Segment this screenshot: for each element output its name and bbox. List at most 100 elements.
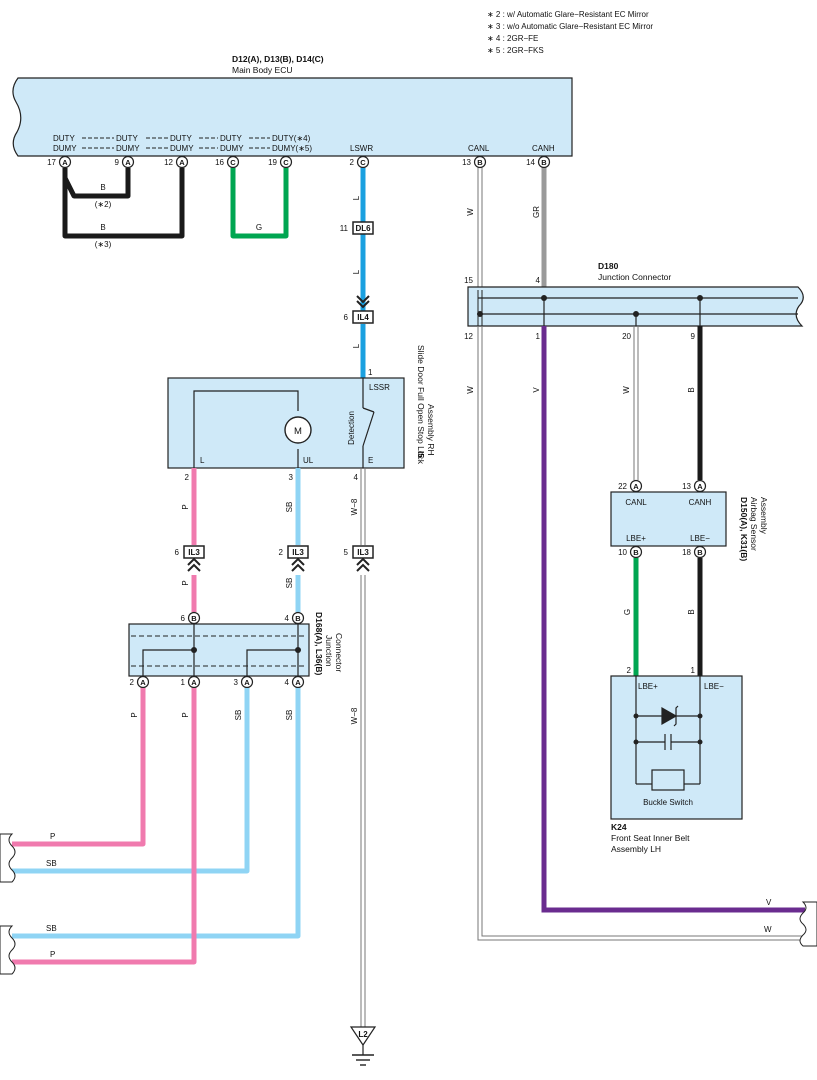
dumy-label: DUMY: [53, 144, 77, 153]
buckle-pin: 1: [691, 666, 696, 675]
d180-name: Junction Connector: [598, 272, 671, 282]
pin-number: 14: [526, 158, 535, 167]
wire-color-label: P: [181, 712, 190, 717]
d168-code: D168(A), L36(B): [314, 612, 324, 675]
ecu-code: D12(A), D13(B), D14(C): [232, 54, 324, 64]
pin-conn: B: [697, 548, 703, 557]
wire-color-label: B: [100, 183, 105, 192]
pin-conn: C: [283, 158, 289, 167]
wire-color-label: W−8: [350, 707, 359, 724]
wire-w-long: [477, 326, 803, 941]
d168-name: Connector: [334, 633, 344, 672]
dumy-label: DUMY: [170, 144, 194, 153]
wire-color-label: W: [764, 925, 772, 934]
wire-color-label: B: [687, 609, 696, 614]
pin-conn: A: [125, 158, 131, 167]
airbag-canl: CANL: [625, 498, 647, 507]
pin-conn: A: [179, 158, 185, 167]
canl-label: CANL: [468, 144, 490, 153]
airbag-lbe-minus: LBE−: [690, 534, 710, 543]
wire-w-canl: [477, 168, 483, 290]
dumy-label: DUMY(∗5): [272, 144, 312, 153]
wire-color-label: G: [256, 223, 262, 232]
duty-label: DUTY(∗4): [272, 134, 311, 143]
motor-symbol: M: [294, 426, 302, 437]
connector-label: IL4: [357, 313, 369, 322]
slide-door-lock: 1 LSSR M Detection L UL E 2 3 4 I5 Slide…: [167, 345, 436, 482]
connector-label: DL6: [355, 224, 371, 233]
wire-color-label: SB: [285, 710, 294, 721]
airbag-name: Assembly: [759, 497, 769, 535]
wire-color-label: SB: [46, 924, 57, 933]
ground-l2: L2: [349, 1026, 377, 1066]
wire-color-label: V: [766, 898, 772, 907]
buckle-name: Assembly LH: [611, 844, 661, 854]
pin-conn: A: [295, 678, 301, 687]
d180-pin: 15: [464, 276, 473, 285]
canh-label: CANH: [532, 144, 555, 153]
buckle-name: Front Seat Inner Belt: [611, 833, 690, 843]
pin-number: 2: [350, 158, 355, 167]
lock-detection: Detection: [347, 411, 356, 445]
ecu-name: Main Body ECU: [232, 65, 292, 75]
pin-number: 6: [181, 614, 186, 623]
pin-conn: B: [633, 548, 639, 557]
pin-number: 3: [289, 473, 294, 482]
wire-color-label: L: [352, 269, 361, 274]
wire-note: (∗2): [95, 200, 112, 209]
pin-conn: A: [697, 482, 703, 491]
wire-color-label: B: [687, 387, 696, 392]
note-line: ∗ 5 : 2GR−FKS: [487, 46, 544, 55]
duty-label: DUTY: [53, 134, 75, 143]
pin-number: 13: [462, 158, 471, 167]
wire-color-label: P: [130, 712, 139, 717]
airbag-canh: CANH: [689, 498, 712, 507]
lock-name: Slide Door Full Open Stop Lock: [416, 345, 426, 465]
pin-conn: A: [191, 678, 197, 687]
airbag-lbe-plus: LBE+: [626, 534, 646, 543]
connector-il3-p: IL3 6: [175, 545, 205, 572]
pin-number: 13: [682, 482, 691, 491]
wire-note: (∗3): [95, 240, 112, 249]
pin-number: 22: [618, 482, 627, 491]
pin-number: 3: [234, 678, 239, 687]
pin-conn: C: [230, 158, 236, 167]
connector-il4: IL4 6: [344, 295, 374, 324]
connector-pin: 6: [344, 313, 349, 322]
pin-number: 12: [164, 158, 173, 167]
main-body-ecu: D12(A), D13(B), D14(C) Main Body ECU DUT…: [12, 54, 573, 157]
buckle-switch-label: Buckle Switch: [643, 798, 693, 807]
wire-color-label: SB: [285, 578, 294, 589]
wire-w8: [360, 468, 366, 1027]
pin-conn: A: [62, 158, 68, 167]
lock-l: L: [200, 456, 205, 465]
connector-label: IL3: [357, 548, 369, 557]
wire-w20: [633, 326, 639, 480]
wire-color-label: SB: [46, 859, 57, 868]
pin-number: 2: [130, 678, 135, 687]
wire-v: [541, 326, 805, 913]
wire-color-label: G: [623, 609, 632, 615]
buckle-lbe-plus: LBE+: [638, 682, 658, 691]
buckle-pin: 2: [627, 666, 632, 675]
duty-label: DUTY: [170, 134, 192, 143]
wire-color-label: W: [622, 386, 631, 394]
d180-pin: 20: [622, 332, 631, 341]
pin-conn: A: [633, 482, 639, 491]
lswr-label: LSWR: [350, 144, 373, 153]
d180-pin: 12: [464, 332, 473, 341]
pin-number: 2: [185, 473, 190, 482]
wire-color-label: GR: [532, 206, 541, 218]
pin-number: 9: [115, 158, 120, 167]
wire-color-label: P: [50, 950, 55, 959]
duty-label: DUTY: [220, 134, 242, 143]
connector-pin: 6: [175, 548, 180, 557]
wire-color-label: L: [352, 343, 361, 348]
connector-il3-sb: IL3 2: [279, 545, 309, 572]
buckle-switch-assembly: LBE+ LBE− Buckle Switch K24 Front Seat I…: [610, 675, 743, 854]
wire-color-label: L: [352, 195, 361, 200]
pin-number: 19: [268, 158, 277, 167]
lock-e: E: [368, 456, 373, 465]
ecu-jumpers: [62, 168, 289, 239]
d180-pin: 4: [536, 276, 541, 285]
